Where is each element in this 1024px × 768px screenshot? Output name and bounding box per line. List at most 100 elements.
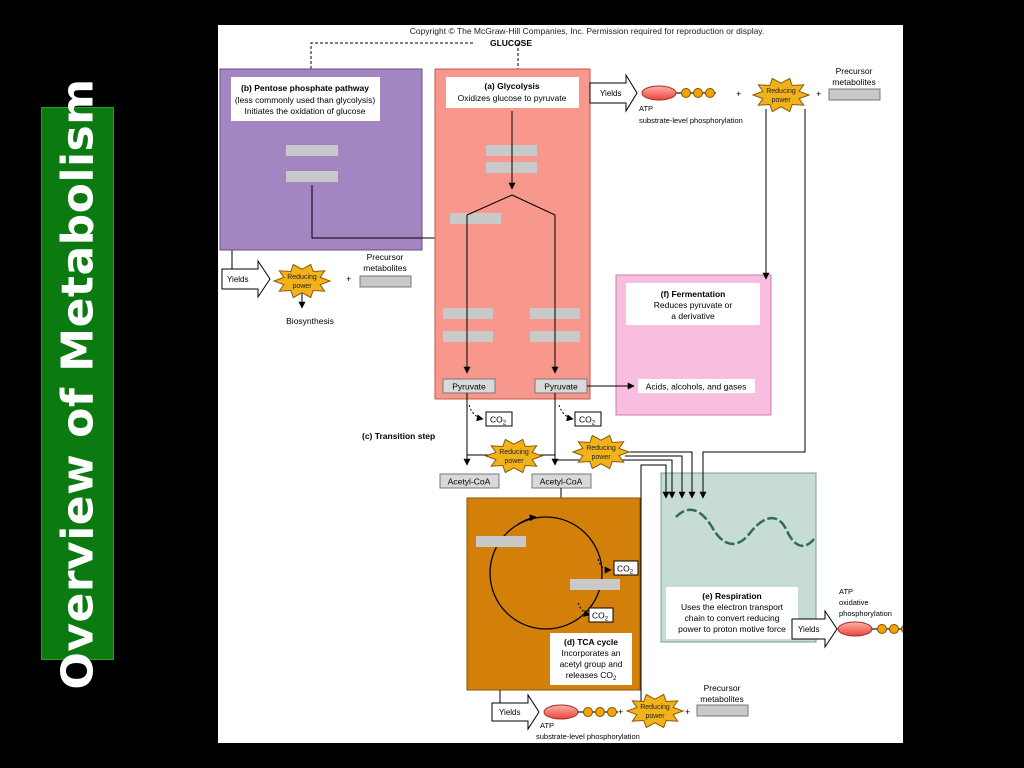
tca-precursor-line2: metabolites [700,694,743,704]
starburst-shape [272,263,332,299]
electron-transport-wave [675,508,815,548]
starburst-shape [625,693,685,729]
slide-title: Overview of Metabolism [52,77,103,690]
pentose-precursor-line1: Precursor [367,252,404,262]
phosphate-bead [877,624,887,634]
pentose-step-placeholder [286,171,338,182]
tca-plus-sign-2: + [685,707,690,717]
respiration-line1: Uses the electron transport [681,602,784,612]
pentose-plus-sign: + [346,274,351,284]
pentose-line2: Initiates the oxidation of glucose [245,106,366,116]
reducing-label-line2: power [645,713,665,720]
phosphate-bead [583,707,593,717]
tca-line2: acetyl group and [560,659,623,669]
starburst-shape [571,434,631,470]
pentose-to-glycolysis-arrow [311,185,465,242]
phosphate-bead [889,624,899,634]
glycolysis-title: (a) Glycolysis [484,81,540,91]
pyruvate-left-label: Pyruvate [452,382,486,392]
glycolysis-precursor-line2: metabolites [832,77,875,87]
pentose-yields-arrow [221,259,271,299]
metabolism-figure: Copyright © The McGraw-Hill Companies, I… [218,25,903,743]
respiration-atp-icon [837,621,903,637]
co2-left-box [485,411,513,427]
copyright-note: Copyright © The McGraw-Hill Companies, I… [410,26,765,36]
pyruvate-left-box [442,378,496,394]
fermentation-caption-box [626,283,760,325]
pentose-yields-label: Yields [227,275,249,284]
co2-release-left-arrow [468,404,484,422]
adenosine-shape [543,704,579,720]
biosynthesis-label: Biosynthesis [286,316,334,326]
pentose-step-placeholder [286,145,338,156]
tca-step-placeholder [570,579,620,590]
fermentation-line1: Reduces pyruvate or [654,300,733,310]
tca-substrate-level-label: substrate-level phosphorylation [536,732,640,741]
metabolism-diagram: Copyright © The McGraw-Hill Companies, I… [219,26,903,741]
glycolysis-caption-box [446,77,579,108]
glycolysis-step-placeholder [450,213,501,224]
glycolysis-step-placeholder [443,308,493,319]
reducing-label-line2: power [504,458,524,465]
acetyl-coa-left-box [439,473,500,489]
phosphate-bead [595,707,605,717]
respiration-caption-box [666,587,798,639]
glycolysis-step-placeholder [443,331,493,342]
tca-co2-release-arrow-1 [597,558,612,574]
reducing-label-line2: power [292,283,312,290]
pentose-caption-box [231,77,380,121]
glycolysis-plus-sign-1: + [736,89,741,99]
glycolysis-plus-sign-2: + [816,89,821,99]
glycolysis-yields-label: Yields [600,89,622,98]
tca-caption-box [550,633,632,685]
phosphate-bead [607,707,617,717]
glycolysis-yields-arrow [589,73,638,113]
reducing-label-line1: Reducing [640,704,670,711]
tca-co2-box-1 [613,560,639,576]
reducing-label-line1: Reducing [586,445,616,452]
tca-co2-box-2 [588,607,614,623]
tca-reducing-power-to-respiration-line [640,464,670,715]
oxidative-label-line2: phosphorylation [839,609,892,618]
fermentation-line2: a derivative [671,311,715,321]
phosphate-bead [681,88,691,98]
glycolysis-precursor-line1: Precursor [836,66,873,76]
oxidative-label-line1: oxidative [839,598,869,607]
co2-left-label: CO2 [490,415,507,427]
respiration-title: (e) Respiration [702,591,762,601]
tca-precursor-placeholder [696,704,749,717]
acids-alcohols-gases-box [638,379,755,393]
glycolysis-branch-lines [466,194,556,216]
starburst-shape [751,77,811,113]
glycolysis-atp-label: ATP [639,104,653,113]
tca-yields-arrow [491,693,540,731]
glucose-label: GLUCOSE [490,38,532,48]
acetyl-coa-left-label: Acetyl-CoA [448,477,491,487]
tca-cycle-direction-arrow [517,514,537,525]
phosphate-bead [901,625,903,633]
phosphate-bead [705,88,715,98]
tca-co2-label-2: CO2 [592,611,609,623]
reducing-power-starburst: Reducing power [625,693,685,729]
reducing-label-line2: power [591,454,611,461]
tca-title: (d) TCA cycle [564,637,618,647]
respiration-line2: chain to convert reducing [685,613,780,623]
reducing-label-line1: Reducing [766,88,796,95]
tca-co2-label-1: CO2 [617,564,634,576]
tca-yields-label: Yields [499,708,521,717]
co2-release-right-arrow [558,404,574,422]
respiration-atp-label: ATP [839,587,853,596]
pentose-precursor-placeholder [359,275,412,288]
reducing-label-line2: power [771,97,791,104]
reducing-power-to-respiration-line-1 [699,109,806,499]
pentose-precursor-line2: metabolites [363,263,406,273]
respiration-line3: power to proton motive force [678,624,786,634]
fermentation-title: (f) Fermentation [661,289,726,299]
pentose-line1: (less commonly used than glycolysis) [235,95,375,105]
tca-precursor-line1: Precursor [704,683,741,693]
slide-title-bar: Overview of Metabolism [41,78,114,689]
tca-cycle-loop [489,516,603,630]
tca-atp-label: ATP [540,721,554,730]
adenosine-shape [837,621,873,637]
